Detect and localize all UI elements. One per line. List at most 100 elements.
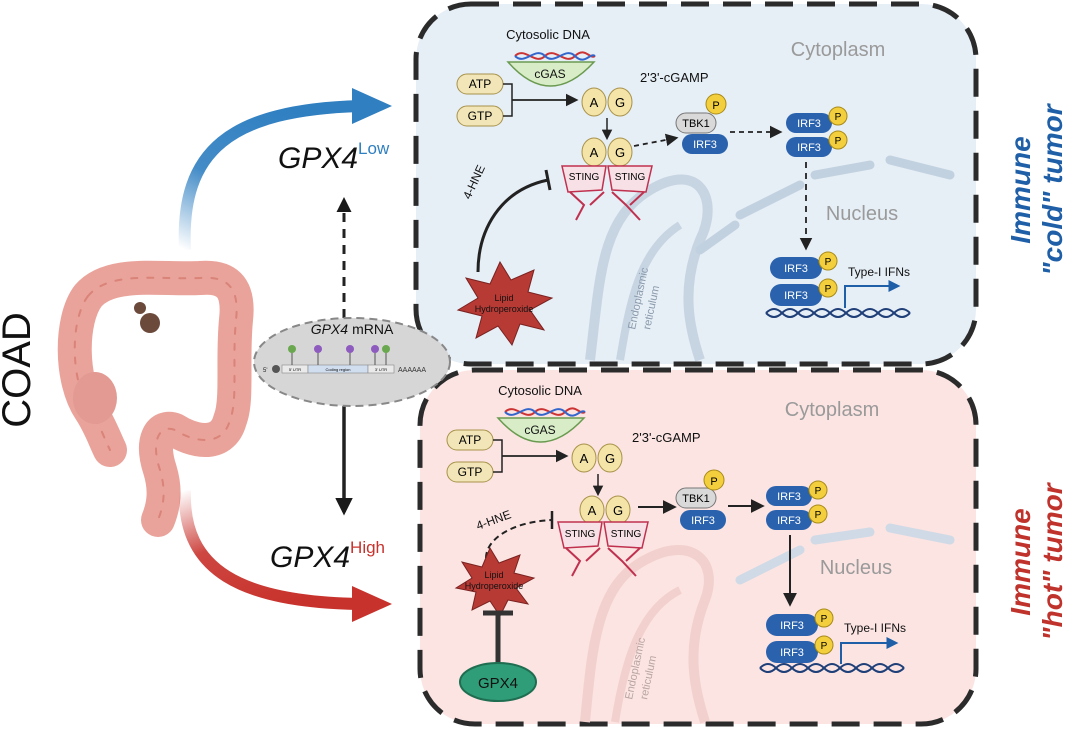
phospho-icon xyxy=(814,608,834,628)
cgamp-a-label: A xyxy=(590,95,599,110)
hot-tumor-label-line2: "hot" tumor xyxy=(1037,481,1068,640)
irf3-capsule xyxy=(766,510,812,530)
tbk1-label: TBK1 xyxy=(682,118,710,130)
polya-label: AAAAAA xyxy=(398,367,426,374)
low-expression-arrowhead xyxy=(352,88,392,124)
tbk1-capsule xyxy=(675,112,717,134)
cgamp-label: 2'3'-cGAMP xyxy=(632,430,701,445)
dna-helix-icon xyxy=(514,52,596,61)
utr3-box xyxy=(367,364,395,374)
irf3-capsule xyxy=(770,284,822,306)
m6a-icon xyxy=(371,345,379,353)
gtp-label: GTP xyxy=(458,465,483,479)
er-membrane xyxy=(580,545,714,724)
irf3-label: IRF3 xyxy=(693,139,717,151)
utr3-label: 3' UTR xyxy=(375,367,387,372)
phospho-label: P xyxy=(835,112,842,123)
cgamp-g-label: G xyxy=(615,145,625,160)
cgamp-g-label: G xyxy=(613,503,623,518)
cgamp-label: 2'3'-cGAMP xyxy=(640,70,709,85)
cold-panel: Cytoplasm Nucleus Cytosolic DNA cGAS ATP… xyxy=(413,1,979,367)
tbk1-label: TBK1 xyxy=(682,493,710,505)
cgamp-a xyxy=(581,87,607,117)
phospho-icon xyxy=(705,93,727,115)
irf3-label: IRF3 xyxy=(691,515,715,527)
er-membrane xyxy=(585,174,713,362)
cgamp-g xyxy=(607,87,633,117)
gpx4-low-sup: Low xyxy=(358,139,390,158)
gpx4-high-base: GPX4 xyxy=(270,541,350,574)
lipid-label: Lipid xyxy=(494,293,513,303)
cgamp-a-label: A xyxy=(588,503,597,518)
dna-strand-icon xyxy=(765,308,911,318)
lipid-label: Hydroperoxide xyxy=(475,304,534,314)
colon-icon xyxy=(57,260,254,537)
phospho-label: P xyxy=(821,614,828,625)
phospho-label: P xyxy=(712,100,719,112)
high-expression-arrow xyxy=(178,489,361,610)
low-expression-arrow xyxy=(178,100,361,251)
irf3-capsule xyxy=(786,113,832,133)
lipid-hydroperoxide-icon xyxy=(456,260,554,347)
mrna-word: mRNA xyxy=(352,321,394,337)
irf3-label: IRF3 xyxy=(780,647,804,659)
m6a-icon xyxy=(346,345,354,353)
sting-monomer-icon xyxy=(607,165,653,193)
irf3-capsule xyxy=(766,641,818,663)
nuclear-envelope xyxy=(810,160,875,180)
cytosolic-dna-label: Cytosolic DNA xyxy=(498,383,582,398)
dashed-arrow xyxy=(633,133,679,147)
five-prime-label: 5' xyxy=(263,368,267,374)
sting-label: STING xyxy=(611,529,642,540)
phospho-icon xyxy=(828,130,848,150)
irf3-label: IRF3 xyxy=(784,263,808,275)
phospho-label: P xyxy=(835,136,842,147)
mrna-gene: GPX4 xyxy=(311,321,349,337)
hot-tumor-label-line1: Immune xyxy=(1005,508,1036,615)
irf3-capsule xyxy=(786,137,832,157)
phospho-icon xyxy=(828,106,848,126)
tbk1-capsule xyxy=(675,487,717,509)
sting-label: STING xyxy=(565,529,596,540)
phospho-icon xyxy=(818,278,838,298)
lipid-label: Lipid xyxy=(484,570,503,580)
gpx4-protein-label: GPX4 xyxy=(478,675,518,692)
gpx4-high-label: GPX4High xyxy=(270,538,385,574)
sting-transmembrane-icon xyxy=(565,547,641,577)
irf3-label: IRF3 xyxy=(797,118,821,130)
nuclear-envelope xyxy=(885,155,955,180)
phospho-icon xyxy=(808,504,828,524)
nucleus-label: Nucleus xyxy=(820,557,892,579)
nuclear-envelope xyxy=(885,523,955,545)
gpx4-high-sup: High xyxy=(350,538,385,557)
phospho-label: P xyxy=(710,476,717,488)
phospho-icon xyxy=(703,469,725,491)
irf3-capsule xyxy=(766,486,812,506)
sting-label: STING xyxy=(615,172,646,183)
cgamp-a xyxy=(571,443,597,473)
cgamp-a-label: A xyxy=(580,451,589,466)
cgamp-g-label: G xyxy=(615,95,625,110)
nuclear-envelope xyxy=(735,180,805,220)
transcription-arrow xyxy=(840,637,899,664)
irf3-label: IRF3 xyxy=(780,620,804,632)
phospho-label: P xyxy=(825,284,832,295)
sting-label: STING xyxy=(569,172,600,183)
irf3-capsule xyxy=(682,134,728,154)
gtp-label: GTP xyxy=(468,109,493,123)
phospho-label: P xyxy=(815,510,822,521)
cold-tumor-label-line2: "cold" tumor xyxy=(1037,102,1068,275)
irf3-capsule xyxy=(770,257,822,279)
irf3-label: IRF3 xyxy=(777,515,801,527)
cgas-enzyme-icon xyxy=(506,61,596,87)
inhibition-line xyxy=(476,178,549,273)
utr5-label: 5' UTR xyxy=(289,367,301,372)
phospho-icon xyxy=(808,480,828,500)
m6a-icon xyxy=(382,345,390,353)
cytoplasm-label: Cytoplasm xyxy=(791,39,885,61)
nucleus-label: Nucleus xyxy=(826,203,898,225)
irf3-label: IRF3 xyxy=(777,491,801,503)
cgamp-g-label: G xyxy=(605,451,615,466)
